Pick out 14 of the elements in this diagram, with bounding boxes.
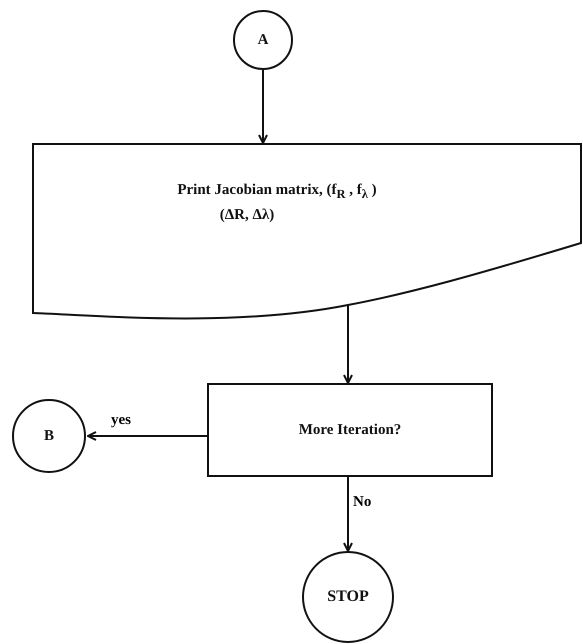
node-text: More Iteration? — [298, 420, 402, 440]
process-box — [207, 383, 493, 477]
node-text: (ΔR, Δλ) — [220, 206, 274, 226]
node-text: A — [258, 30, 268, 50]
node-text: B — [44, 426, 54, 446]
arrow — [343, 477, 353, 552]
connector-circle — [302, 551, 394, 643]
arrow — [258, 70, 268, 144]
arrow — [343, 305, 353, 384]
arrow — [87, 431, 207, 441]
connector-circle — [12, 399, 86, 473]
connector-circle — [233, 10, 293, 70]
node-text: STOP — [327, 587, 369, 607]
node-text: Print Jacobian matrix, (f$_{R}$ , f$_{λ}$ ) — [177, 181, 377, 204]
